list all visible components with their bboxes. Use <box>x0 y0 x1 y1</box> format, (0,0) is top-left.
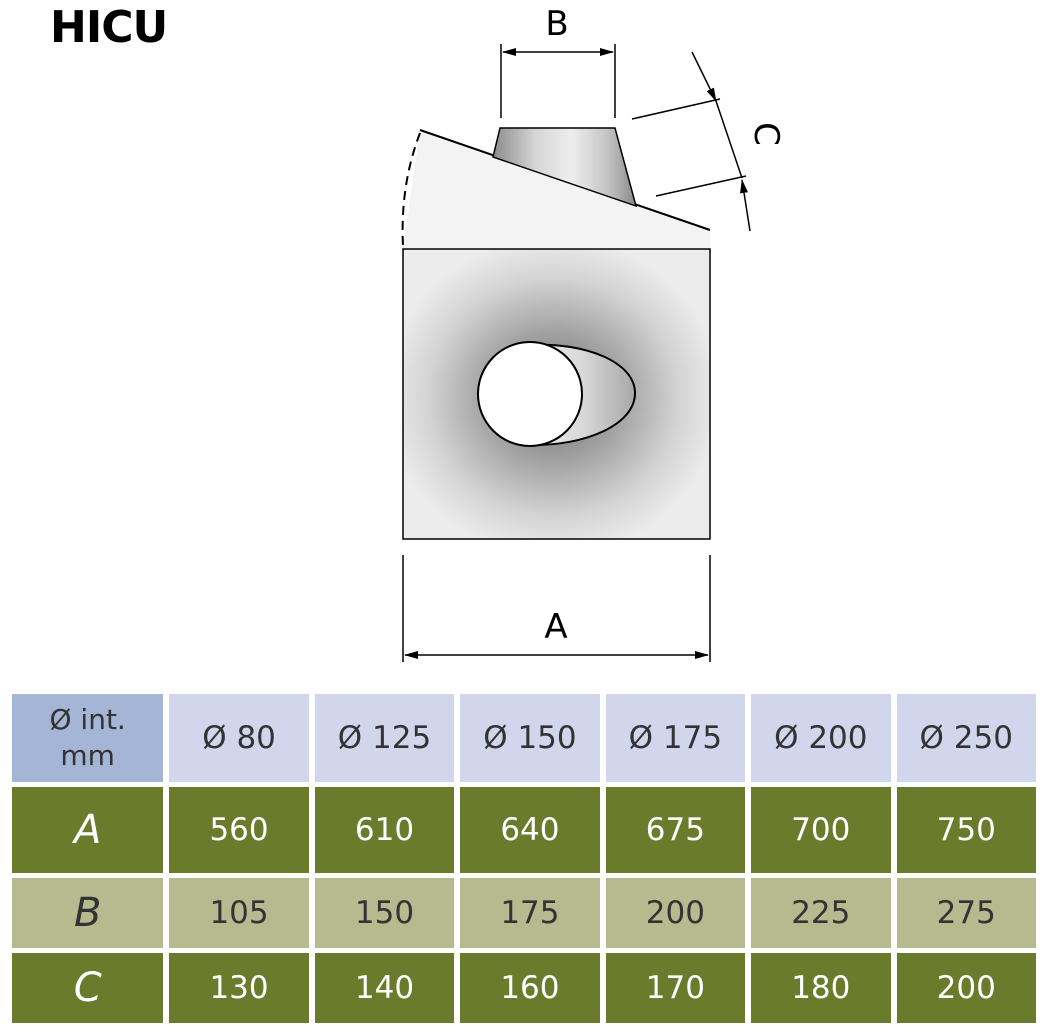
plate-view <box>402 248 711 540</box>
header-cell: Ø 80 <box>169 694 309 782</box>
table-corner-cell: Ø int. mm <box>12 694 164 782</box>
header-cell: Ø 125 <box>314 694 455 782</box>
table-cell: 130 <box>169 953 309 1023</box>
dimension-c: C <box>631 51 786 232</box>
table-cell: 700 <box>751 787 891 873</box>
technical-drawing: B C A <box>401 4 786 662</box>
table-cell: 200 <box>605 878 746 948</box>
collar-cone <box>492 127 638 208</box>
side-view <box>401 127 711 248</box>
dimensions-table: Ø int. mm Ø 80 Ø 125 Ø 150 Ø 175 Ø 200 Ø… <box>6 689 1042 1028</box>
row-label-c: C <box>12 953 164 1023</box>
roof-flashing <box>403 130 710 248</box>
table-cell: 170 <box>605 953 746 1023</box>
table-cell: 105 <box>169 878 309 948</box>
table-cell: 750 <box>896 787 1036 873</box>
table-row: B 105 150 175 200 225 275 <box>12 878 1036 948</box>
table-cell: 200 <box>896 953 1036 1023</box>
header-cell: Ø 150 <box>460 694 600 782</box>
table-cell: 675 <box>605 787 746 873</box>
corner-line-1: Ø int. <box>49 703 126 736</box>
table-cell: 275 <box>896 878 1036 948</box>
table-row: A 560 610 640 675 700 750 <box>12 787 1036 873</box>
table-cell: 140 <box>314 953 455 1023</box>
table-cell: 175 <box>460 878 600 948</box>
dimension-c-label: C <box>746 122 786 146</box>
table-cell: 160 <box>460 953 600 1023</box>
table-cell: 225 <box>751 878 891 948</box>
table-header-row: Ø int. mm Ø 80 Ø 125 Ø 150 Ø 175 Ø 200 Ø… <box>12 694 1036 782</box>
page-title: HICU <box>50 2 168 53</box>
pipe-opening <box>477 341 583 447</box>
header-cell: Ø 250 <box>896 694 1036 782</box>
dimension-a-label: A <box>544 607 567 647</box>
table-cell: 610 <box>314 787 455 873</box>
table-cell: 150 <box>314 878 455 948</box>
table-row: C 130 140 160 170 180 200 <box>12 953 1036 1023</box>
row-label-b: B <box>12 878 164 948</box>
dimension-a: A <box>402 555 711 662</box>
row-label-a: A <box>12 787 164 873</box>
table-cell: 180 <box>751 953 891 1023</box>
dimension-b: B <box>500 4 616 118</box>
table-cell: 640 <box>460 787 600 873</box>
header-cell: Ø 200 <box>751 694 891 782</box>
table-cell: 560 <box>169 787 309 873</box>
corner-line-2: mm <box>60 739 115 772</box>
dimension-b-label: B <box>545 4 568 44</box>
header-cell: Ø 175 <box>605 694 746 782</box>
